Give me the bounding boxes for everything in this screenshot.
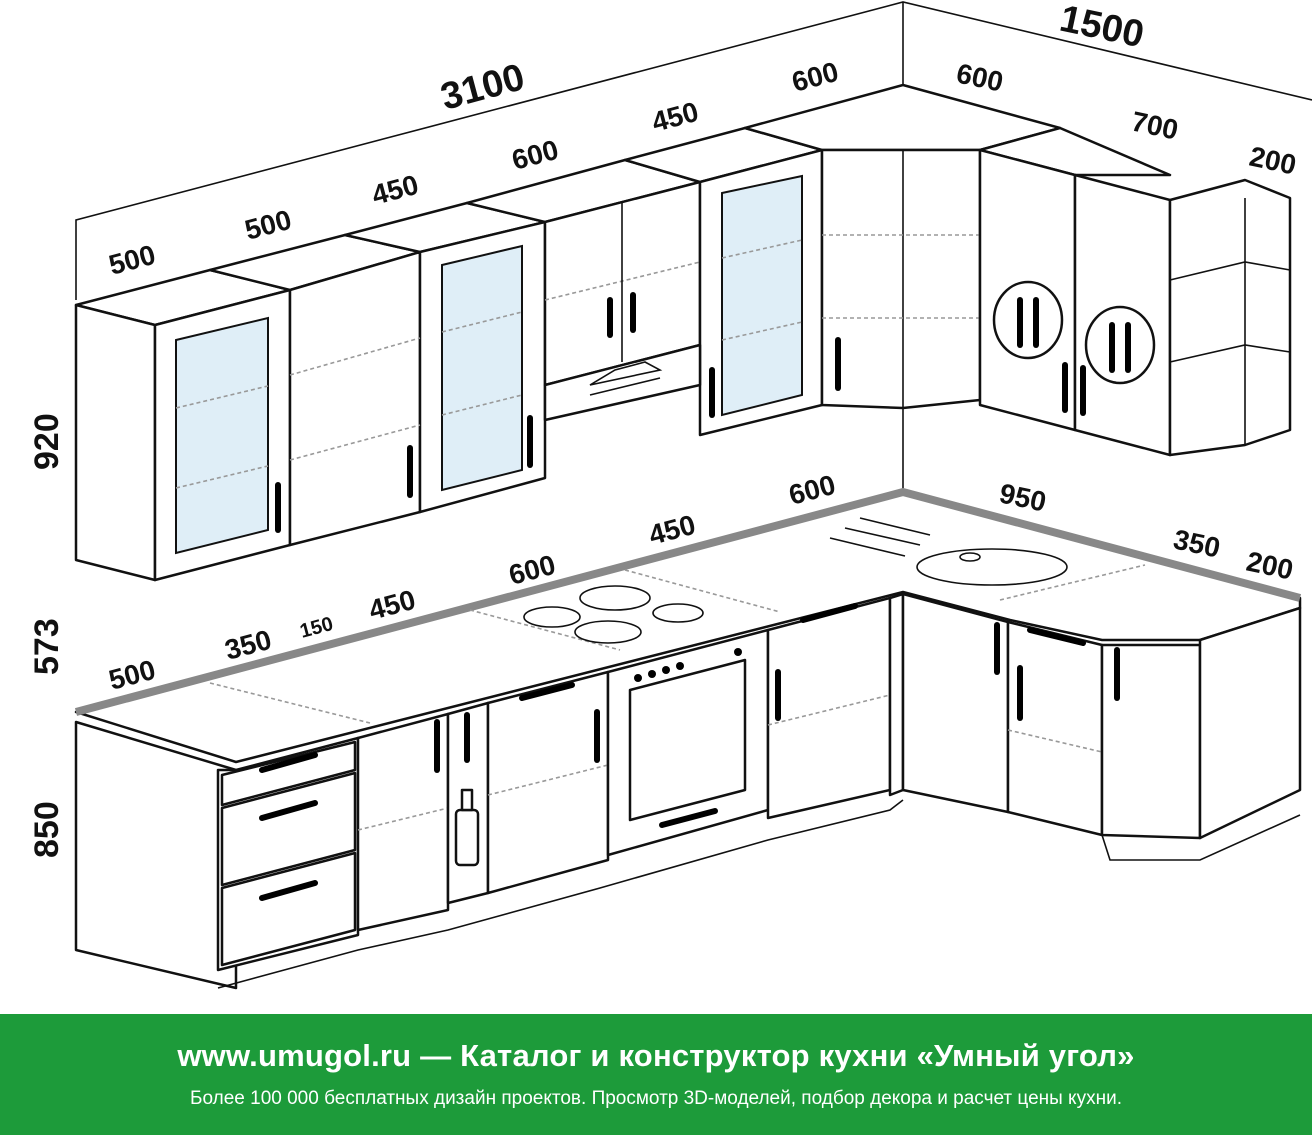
base-cabinets-left xyxy=(74,592,905,990)
banner-subtitle: Более 100 000 бесплатных дизайн проектов… xyxy=(190,1088,1122,1109)
range-hood-icon xyxy=(543,343,702,422)
dim-total-top-right: 1500 xyxy=(1056,0,1147,56)
sink-icon xyxy=(829,517,1068,586)
dim-upper: 600 xyxy=(789,56,842,98)
dim-counter: 950 xyxy=(997,478,1049,518)
dim-height-base: 850 xyxy=(28,801,66,858)
cutlery-icon xyxy=(992,280,1064,360)
upper-cabinets-left xyxy=(74,126,824,582)
countertop xyxy=(74,487,1302,764)
kitchen-diagram: 3100 1500 500 500 450 600 450 600 600 70… xyxy=(28,0,1312,990)
dim-height-upper: 920 xyxy=(28,413,66,470)
dim-upper: 450 xyxy=(649,96,702,138)
dim-total-top-left: 3100 xyxy=(436,56,529,118)
oven-icon xyxy=(606,628,770,857)
dim-upper: 200 xyxy=(1247,141,1299,181)
promo-banner: www.umugol.ru — Каталог и конструктор ку… xyxy=(0,1014,1312,1135)
dim-upper: 600 xyxy=(954,58,1006,98)
dim-counter: 600 xyxy=(786,469,839,511)
banner-title[interactable]: www.umugol.ru — Каталог и конструктор ку… xyxy=(177,1038,1135,1073)
dim-upper: 450 xyxy=(369,169,422,211)
glass-door xyxy=(721,174,803,417)
glass-door xyxy=(175,316,269,555)
dim-upper: 600 xyxy=(509,134,562,176)
bottle-icon xyxy=(454,788,480,867)
dim-height-gap: 573 xyxy=(28,618,66,675)
base-cabinets-right xyxy=(901,592,1302,861)
dim-upper: 500 xyxy=(242,204,295,246)
upper-cabinets-right xyxy=(743,83,1292,457)
glass-door xyxy=(441,244,523,492)
dim-counter: 200 xyxy=(1244,546,1296,586)
dim-counter: 350 xyxy=(1171,524,1223,564)
dim-upper: 500 xyxy=(106,239,159,281)
cutlery-icon xyxy=(1084,305,1156,385)
cooktop-icon xyxy=(523,585,704,644)
dim-upper: 700 xyxy=(1129,106,1181,146)
dim-counter: 150 xyxy=(298,613,336,643)
